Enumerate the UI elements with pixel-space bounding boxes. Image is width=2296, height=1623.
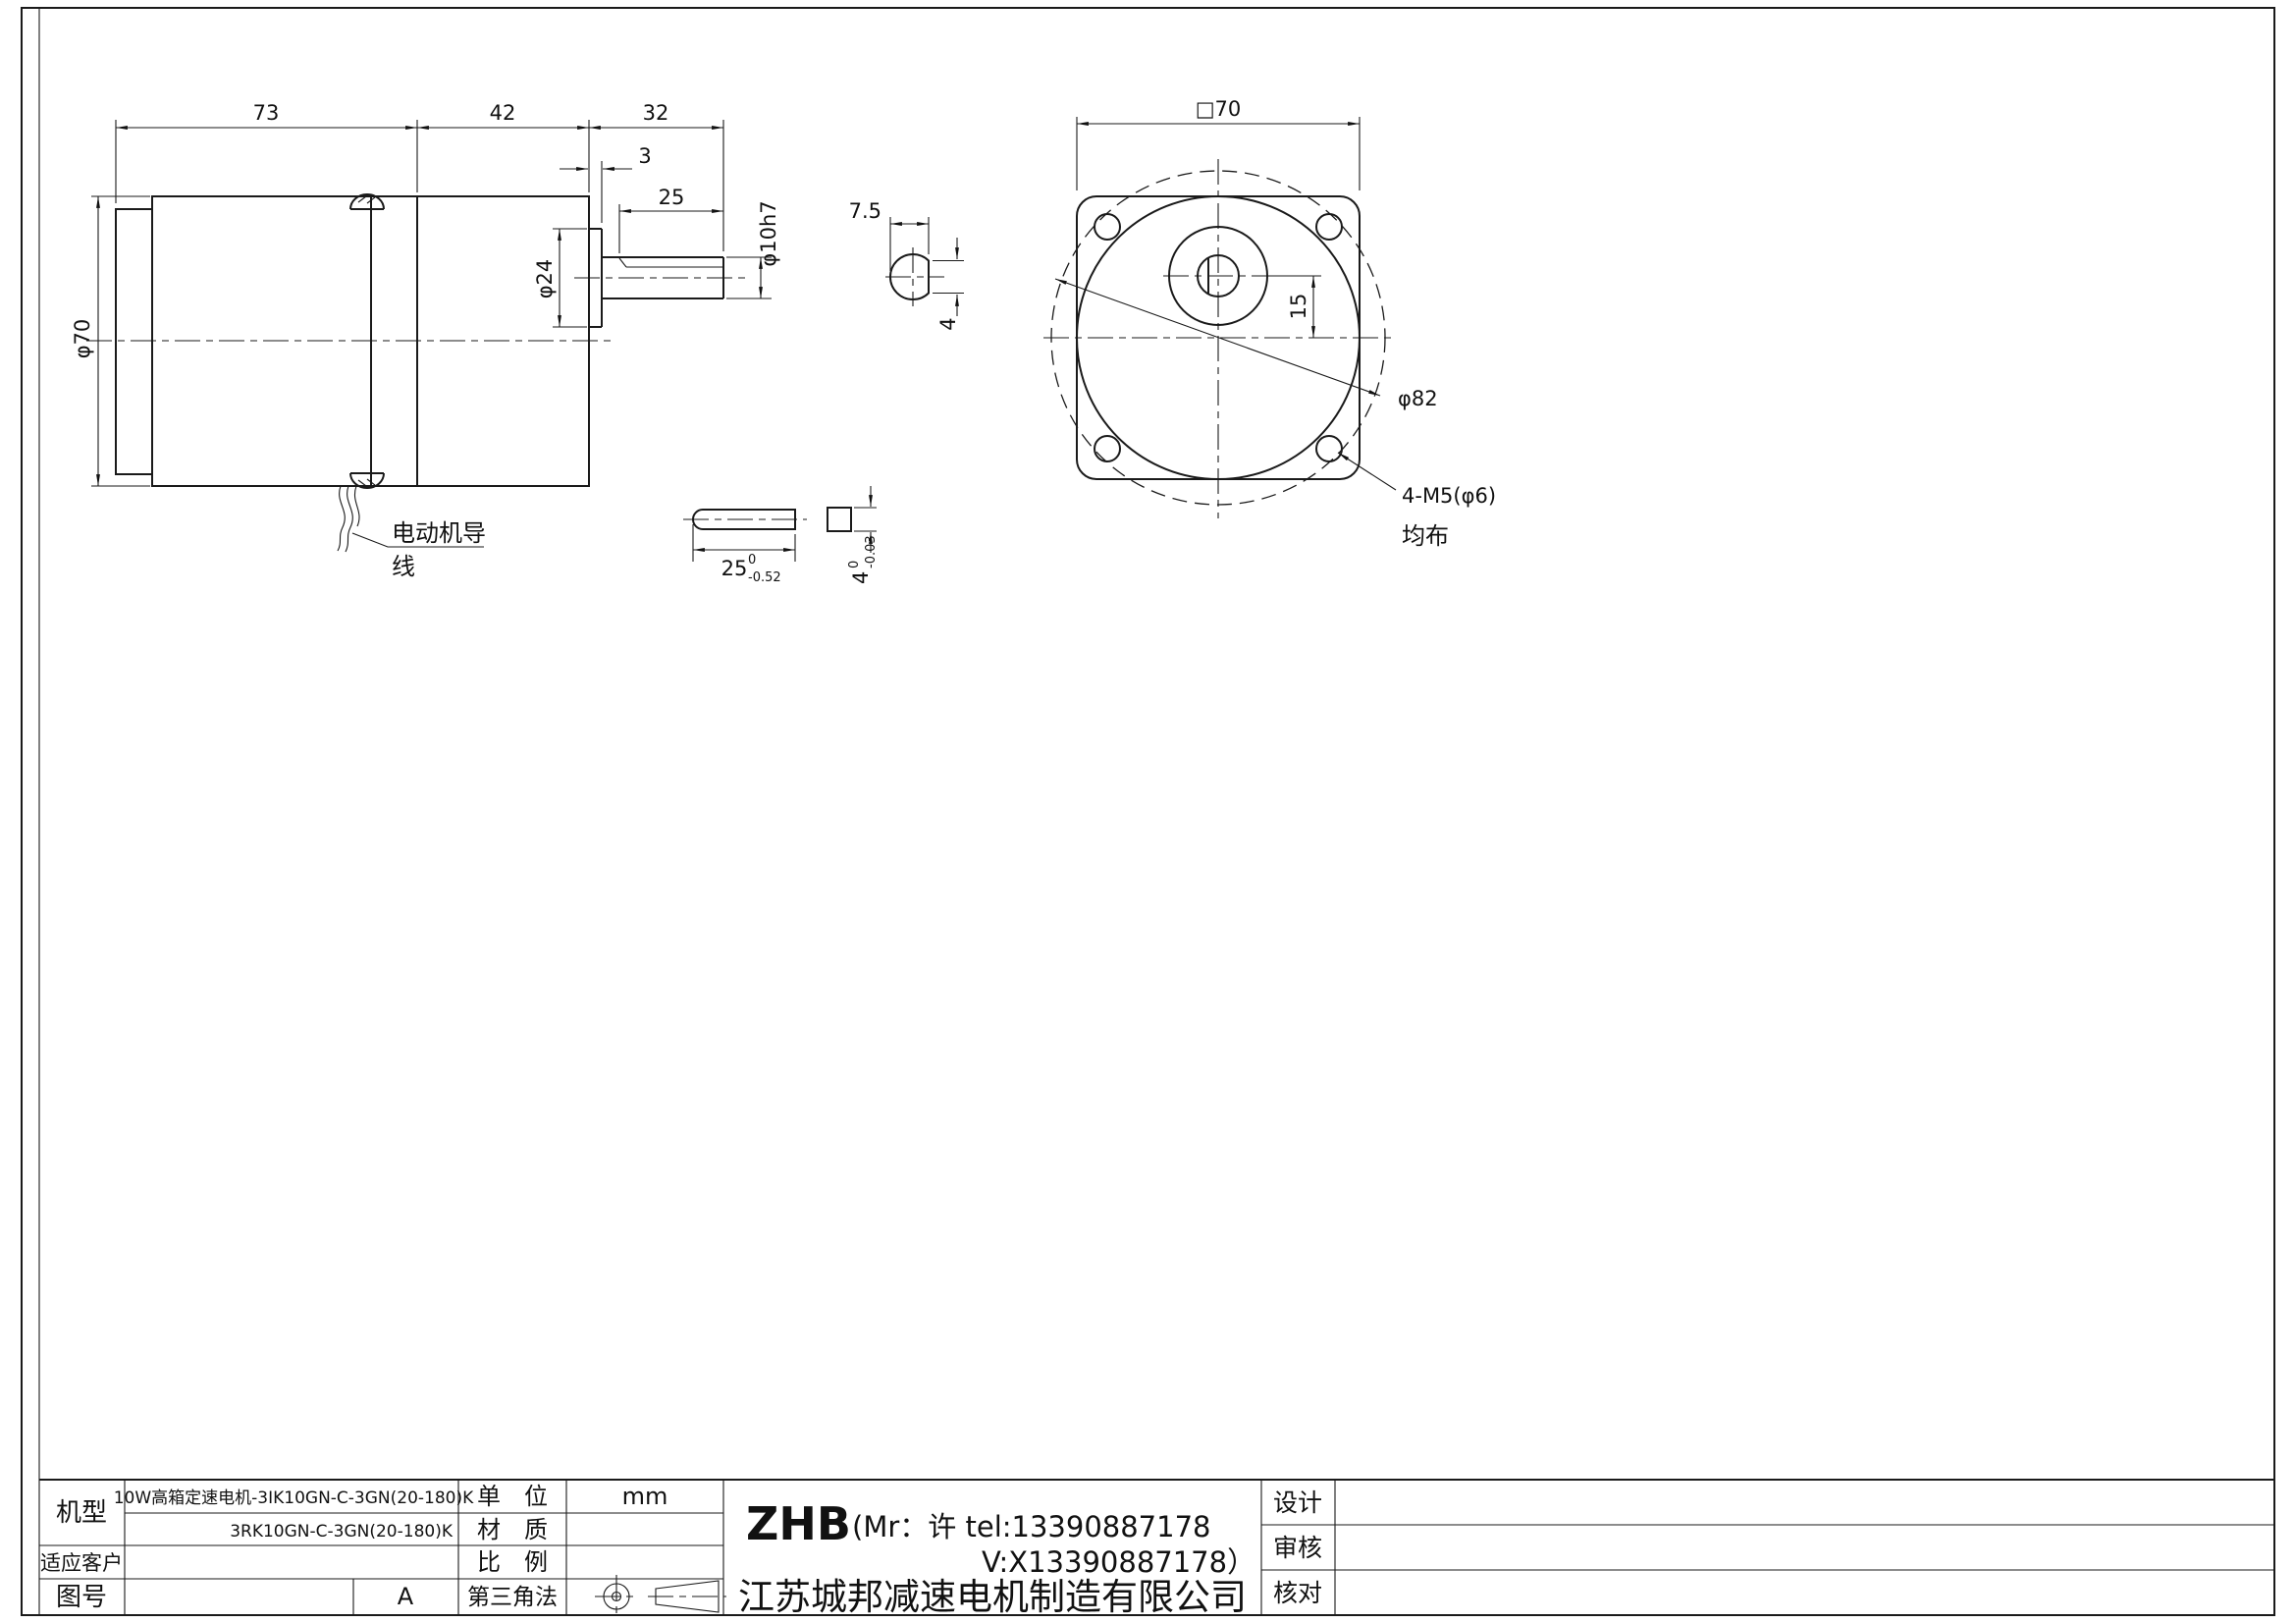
dim-label-32: 32: [643, 101, 669, 125]
mount-hole-top-right: [1315, 213, 1343, 241]
dim-4-section: 4: [933, 238, 964, 331]
dim-label-holes: 4-M5(φ6): [1402, 484, 1496, 508]
dim-label-42: 42: [490, 101, 516, 125]
key-detail: 25 0 -0.52 4 0 -0.03: [683, 486, 879, 585]
dim-label-25-shaft: 25: [659, 186, 685, 209]
dim-label-4-tol-top: 0: [847, 561, 862, 568]
dim-label-holes-note: 均布: [1402, 522, 1449, 550]
mount-hole-bottom-left: [1094, 435, 1121, 462]
wire-label-line2: 线: [392, 553, 415, 580]
third-angle-symbol: [595, 1575, 726, 1618]
dim-phi24: φ24: [533, 228, 587, 328]
scale-label: 比 例: [477, 1548, 548, 1576]
top-clamp: [349, 193, 385, 210]
dim-label-phi82: φ82: [1398, 387, 1438, 410]
material-label: 材 质: [477, 1516, 548, 1543]
contact-line1: (Mr：许 tel:13390887178: [852, 1510, 1210, 1543]
dim-label-4-section: 4: [936, 317, 960, 330]
unit-value: mm: [622, 1483, 668, 1510]
dim-15: 15: [1276, 275, 1321, 338]
lead-wires: 电动机导 线: [337, 485, 486, 580]
dim-label-15: 15: [1287, 294, 1310, 320]
dim-label-73: 73: [253, 101, 280, 125]
front-view: □70 15 φ82 4-M5(φ6) 均布: [1043, 97, 1496, 550]
dim-label-25-tol-top: 0: [748, 553, 756, 568]
dim-73: 73: [115, 101, 418, 203]
wire-leader-line: [351, 532, 484, 548]
dim-phi70: φ70: [71, 195, 150, 487]
side-view: 电动机导 线 73 42 32 3 25: [71, 101, 780, 580]
dim-label-25-tol-bot: -0.52: [748, 570, 781, 585]
dim-25-key: 25 0 -0.52: [692, 524, 796, 585]
check-label: 核对: [1273, 1579, 1322, 1607]
customer-label: 适应客户: [40, 1551, 123, 1575]
dim-25-shaft: 25: [618, 186, 723, 253]
sheet-border: [21, 7, 2275, 1616]
mount-hole-top-left: [1094, 213, 1121, 241]
dim-label-sq70: □70: [1196, 97, 1242, 121]
company-name: 江苏城邦减速电机制造有限公司: [738, 1576, 1247, 1618]
dim-label-phi10h7: φ10h7: [757, 200, 780, 266]
wire-label-line1: 电动机导: [392, 519, 486, 547]
leader-phi82: φ82: [1054, 278, 1438, 410]
model-label: 机型: [56, 1498, 107, 1528]
dim-4-key: 4 0 -0.03: [847, 486, 879, 584]
dim-label-phi24: φ24: [533, 259, 557, 299]
review-label: 审核: [1273, 1534, 1322, 1562]
key-square: [827, 507, 852, 532]
dim-sq70: □70: [1076, 97, 1361, 190]
dim-32: 32: [589, 101, 724, 251]
dim-7-5: 7.5: [849, 199, 930, 271]
dim-label-4-tol-bot: -0.03: [864, 535, 879, 568]
unit-label: 单 位: [477, 1483, 548, 1510]
dim-label-4-key: 4: [849, 571, 873, 584]
dim-3: 3: [560, 144, 652, 223]
dim-42: 42: [417, 101, 590, 192]
model-line1: 10W高箱定速电机-3IK10GN-C-3GN(20-180)K: [114, 1488, 474, 1508]
leader-mount-holes: 4-M5(φ6) 均布: [1337, 452, 1496, 550]
mount-hole-bottom-right: [1315, 435, 1343, 462]
design-label: 设计: [1273, 1488, 1322, 1517]
center-lines: [86, 277, 748, 342]
projection-label: 第三角法: [467, 1585, 558, 1610]
title-block: 机型 10W高箱定速电机-3IK10GN-C-3GN(20-180)K 3RK1…: [39, 1479, 2274, 1618]
shaft-section-view: 7.5 4: [849, 199, 964, 331]
brand-logo-text: ZHB: [746, 1497, 851, 1550]
flat-outline: [692, 509, 796, 530]
dim-phi10h7: φ10h7: [726, 200, 780, 299]
model-line2: 3RK10GN-C-3GN(20-180)K: [230, 1522, 454, 1542]
contact-line2: V:X13390887178）: [982, 1545, 1255, 1579]
dim-label-3: 3: [638, 144, 651, 168]
dim-label-7-5: 7.5: [849, 199, 881, 223]
drawing-no-label: 图号: [56, 1583, 107, 1612]
drawing-no-value: A: [398, 1583, 414, 1610]
title-block-grid: [39, 1479, 2274, 1615]
dim-label-25-key: 25: [721, 557, 748, 580]
dim-label-phi70: φ70: [71, 319, 94, 359]
bottom-clamp: [349, 472, 385, 489]
d-cut-section: [889, 253, 930, 300]
